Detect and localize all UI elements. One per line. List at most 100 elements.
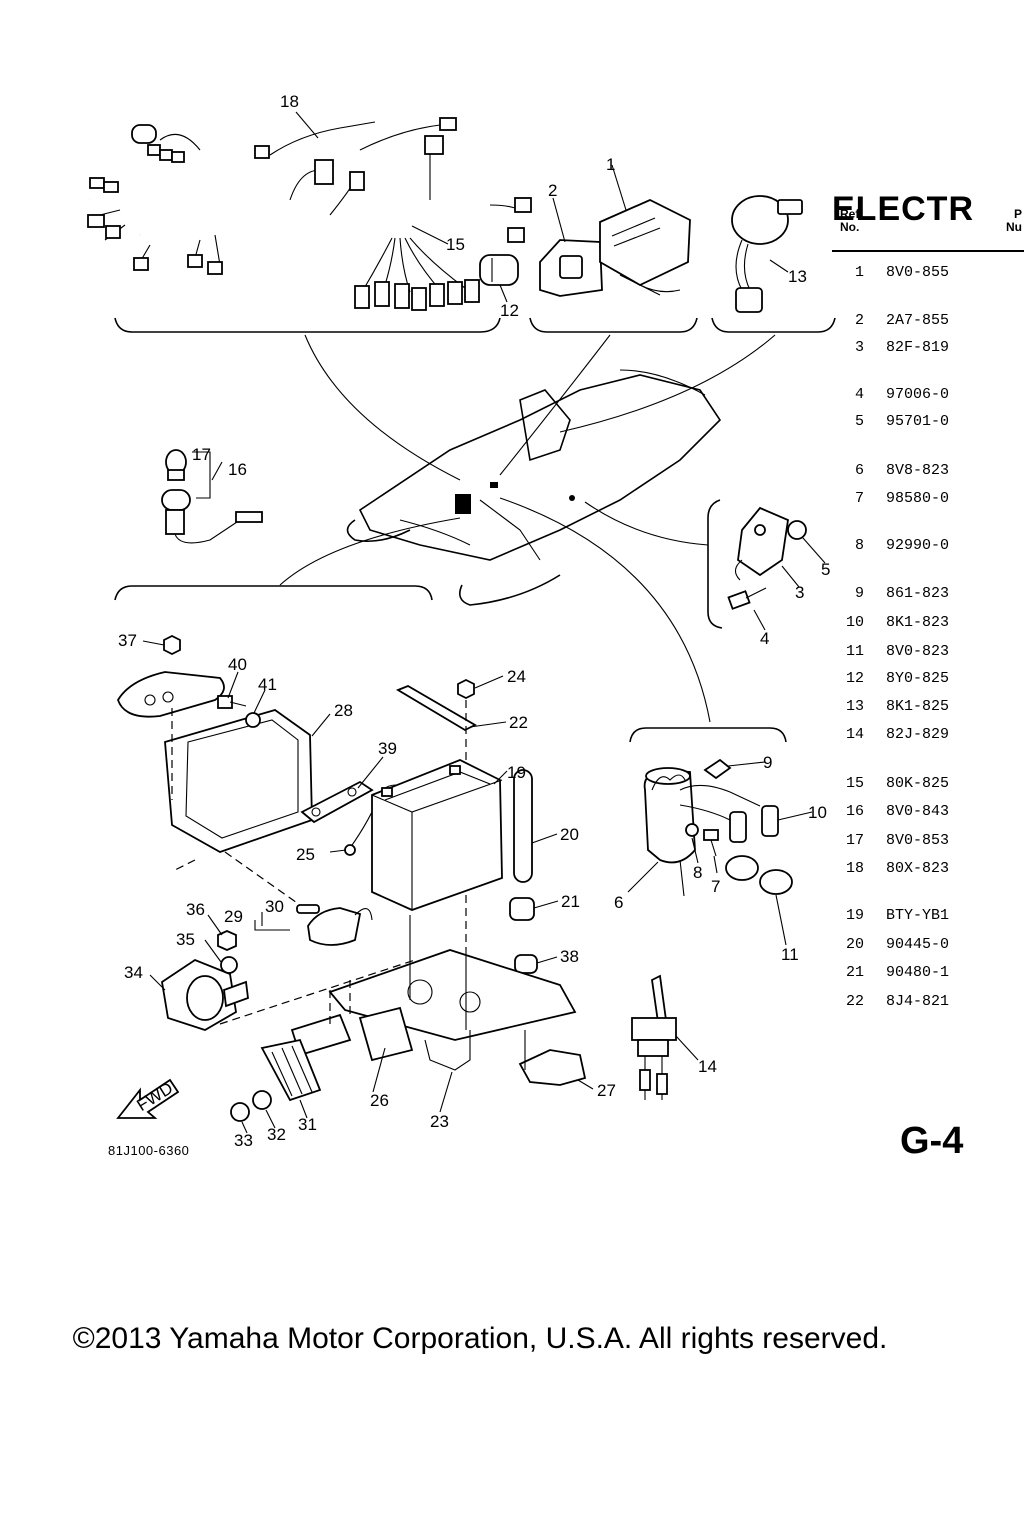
callout-13: 13 bbox=[788, 267, 807, 286]
figure-code: 81J100-6360 bbox=[108, 1143, 190, 1158]
callout-4: 4 bbox=[760, 629, 769, 648]
leader-lines bbox=[142, 111, 826, 1134]
part-6-ignition-coil bbox=[643, 767, 696, 897]
table-rule bbox=[832, 250, 1024, 252]
bracket-switch-group bbox=[711, 317, 836, 333]
part-10-plug-cap bbox=[679, 784, 779, 843]
part-2-cdi-holder bbox=[539, 239, 603, 297]
callout-35: 35 bbox=[176, 930, 195, 949]
callout-28: 28 bbox=[334, 701, 353, 720]
bracket-ignition-group bbox=[629, 727, 787, 743]
callout-17: 17 bbox=[192, 445, 211, 464]
part-33-nut bbox=[230, 1102, 250, 1122]
part-8-washer bbox=[685, 823, 699, 837]
callout-3: 3 bbox=[795, 583, 804, 602]
part-29-relay-lead bbox=[254, 907, 373, 946]
lead-harness bbox=[304, 334, 461, 481]
part-19-battery bbox=[371, 759, 503, 911]
callout-15: 15 bbox=[446, 235, 465, 254]
part-38-grommet bbox=[514, 954, 538, 974]
callout-19: 19 bbox=[507, 763, 526, 782]
callout-24: 24 bbox=[507, 667, 526, 686]
lead-switch bbox=[559, 334, 776, 433]
part-40-bolt bbox=[217, 695, 247, 709]
callout-32: 32 bbox=[267, 1125, 286, 1144]
part-20-vent-tube bbox=[513, 769, 533, 883]
callout-30: 30 bbox=[265, 897, 284, 916]
part-21-grommet bbox=[509, 897, 535, 921]
part-26-bracket bbox=[290, 980, 414, 1062]
part-16-pilot-lamp bbox=[161, 449, 263, 544]
callout-34: 34 bbox=[124, 963, 143, 982]
callout-29: 29 bbox=[224, 907, 243, 926]
lead-ignition-coil bbox=[499, 497, 711, 723]
callout-14: 14 bbox=[698, 1057, 717, 1076]
callout-22: 22 bbox=[509, 713, 528, 732]
callout-10: 10 bbox=[808, 803, 827, 822]
callout-26: 26 bbox=[370, 1091, 389, 1110]
part-9-plug-cap bbox=[703, 758, 732, 780]
part-7-bolt bbox=[703, 829, 719, 857]
table-header: Ref. No. P Nu bbox=[832, 208, 1024, 250]
part-30-bolt bbox=[261, 904, 320, 926]
part-39-strap bbox=[300, 780, 374, 824]
lead-cdi bbox=[499, 334, 611, 476]
callout-9: 9 bbox=[763, 753, 772, 772]
part-24-nut bbox=[457, 678, 475, 700]
callout-20: 20 bbox=[560, 825, 579, 844]
copyright-notice: ©2013 Yamaha Motor Corporation, U.S.A. A… bbox=[72, 1322, 888, 1355]
part-31-fuse-block bbox=[260, 1038, 322, 1102]
wire-harness bbox=[87, 117, 532, 311]
bracket-regulator-group bbox=[707, 499, 723, 629]
part-27-holder bbox=[518, 1030, 587, 1086]
callout-40: 40 bbox=[228, 655, 247, 674]
sheet-code: G-4 bbox=[900, 1120, 964, 1162]
col-part-header: P Nu bbox=[1006, 207, 1022, 234]
bracket-cdi-group bbox=[529, 317, 698, 333]
callout-21: 21 bbox=[561, 892, 580, 911]
part-41-nut bbox=[245, 712, 261, 728]
callout-6: 6 bbox=[614, 893, 623, 912]
callout-2: 2 bbox=[548, 181, 557, 200]
part-32-washer bbox=[252, 1090, 272, 1110]
lead-battery bbox=[279, 517, 461, 586]
callout-1: 1 bbox=[606, 155, 615, 174]
callout-37: 37 bbox=[118, 631, 137, 650]
part-23-battery-tray bbox=[328, 915, 577, 1071]
callout-7: 7 bbox=[711, 877, 720, 896]
page-title: ELECTR bbox=[832, 190, 974, 228]
part-4-bolt bbox=[727, 587, 767, 610]
part-36-nut bbox=[217, 930, 237, 951]
part-34-starter-relay bbox=[161, 958, 249, 1031]
part-35-nut bbox=[220, 956, 238, 974]
callout-16: 16 bbox=[228, 460, 247, 479]
part-13-main-switch bbox=[731, 195, 803, 313]
part-37-nut bbox=[163, 634, 181, 656]
callout-12: 12 bbox=[500, 301, 519, 320]
callout-36: 36 bbox=[186, 900, 205, 919]
callout-33: 33 bbox=[234, 1131, 253, 1150]
callout-25: 25 bbox=[296, 845, 315, 864]
part-3-regulator bbox=[734, 506, 789, 581]
callout-18: 18 bbox=[280, 92, 299, 111]
part-12-connector bbox=[479, 254, 519, 286]
